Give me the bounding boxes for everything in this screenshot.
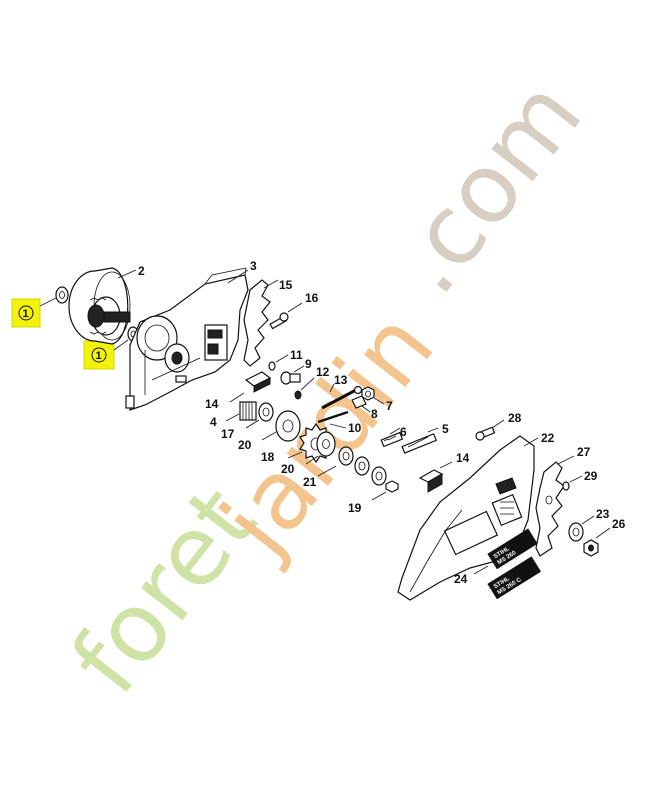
part-number-9: 9 — [305, 357, 312, 371]
chain-housing-plate — [125, 267, 249, 411]
washers-part-21 — [338, 446, 387, 486]
part-number-26: 26 — [612, 517, 626, 531]
part-number-8: 8 — [371, 407, 378, 421]
part-number-29: 29 — [584, 469, 598, 483]
part-number-14b: 14 — [456, 451, 470, 465]
washer-part-17 — [258, 402, 274, 422]
nut-part-26 — [583, 539, 599, 557]
washer-part-23 — [568, 522, 584, 542]
watermark-text-com: .com — [370, 60, 603, 315]
part-number-20b: 20 — [281, 462, 295, 476]
part-number-28: 28 — [508, 411, 522, 425]
part-8 — [351, 395, 367, 409]
part-number-7: 7 — [386, 399, 393, 413]
highlight-label-1b: 1 — [96, 350, 102, 362]
guide-block-14b — [418, 469, 444, 493]
part-number-13: 13 — [334, 373, 348, 387]
part-number-5: 5 — [442, 422, 449, 436]
part-number-27: 27 — [577, 445, 591, 459]
needle-bearing-4 — [239, 401, 257, 421]
part-number-12: 12 — [316, 365, 330, 379]
tensioner-part-10 — [317, 410, 349, 424]
pin-part-29 — [562, 481, 570, 491]
bumper-spike — [243, 279, 271, 367]
screw-part-28 — [475, 426, 496, 441]
part-number-10: 10 — [348, 421, 362, 435]
part-number-2: 2 — [138, 264, 145, 278]
part-number-14a: 14 — [205, 397, 219, 411]
part-number-18: 18 — [261, 450, 275, 464]
pin-part-9 — [280, 371, 301, 385]
part-number-16: 16 — [305, 291, 319, 305]
guide-block-14a — [244, 371, 272, 393]
part-number-3: 3 — [250, 259, 257, 273]
part-number-15: 15 — [279, 278, 293, 292]
part-number-6: 6 — [400, 425, 407, 439]
part-number-24: 24 — [454, 572, 468, 586]
part-number-11: 11 — [290, 348, 303, 362]
stud-part-5 — [401, 433, 438, 454]
clutch-drum — [68, 267, 131, 345]
rim-sprocket-20a — [275, 410, 301, 442]
part-number-21: 21 — [303, 475, 317, 489]
nut-part-7 — [361, 386, 375, 401]
part-number-20a: 20 — [238, 438, 252, 452]
screw-part-16 — [269, 312, 289, 330]
part-number-4: 4 — [210, 415, 217, 429]
bumper-spike-27 — [535, 461, 565, 557]
disc-part-20b — [316, 431, 336, 457]
highlight-part-1-bottom[interactable]: 1 — [83, 340, 115, 370]
decal-part-24: STIHL MS 260 STIHL MS 260 C — [487, 528, 542, 600]
e-clip-19 — [385, 480, 399, 493]
highlight-part-1-left[interactable]: 1 — [11, 298, 41, 328]
highlight-label-1a: 1 — [23, 308, 29, 320]
pin-part-11 — [268, 361, 276, 371]
part-number-23: 23 — [596, 507, 610, 521]
stud-part-6 — [380, 431, 404, 448]
part-number-19: 19 — [348, 501, 362, 515]
part-number-17: 17 — [221, 427, 235, 441]
part-12 — [294, 390, 302, 400]
part-number-22: 22 — [541, 431, 555, 445]
